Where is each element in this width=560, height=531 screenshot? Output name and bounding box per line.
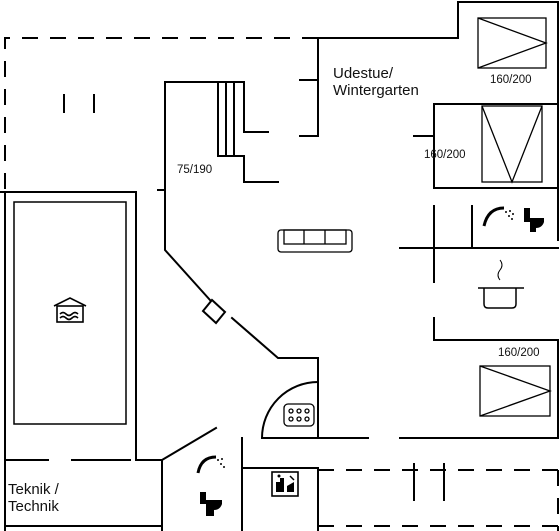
bed-lower-right xyxy=(479,365,552,417)
shower-icon xyxy=(482,206,514,227)
sauna-icon xyxy=(271,471,299,497)
shower-icon xyxy=(196,455,225,474)
pool xyxy=(13,201,127,425)
conservatory-label: Udestue/ Wintergarten xyxy=(333,65,419,100)
technical-label-line2: Technik xyxy=(8,498,59,516)
bed-size-top-right: 160/200 xyxy=(490,74,532,86)
bed-mid-right xyxy=(481,105,543,184)
sofa-icon xyxy=(277,229,353,253)
bed-size-lower-right: 160/200 xyxy=(498,347,540,359)
conservatory-label-line1: Udestue/ xyxy=(333,65,394,82)
terrace-outline xyxy=(4,37,559,531)
technical-label-line1: Teknik / xyxy=(8,481,59,498)
conservatory-label-line2: Wintergarten xyxy=(333,82,419,100)
toilet-icon xyxy=(200,492,222,516)
technical-room-label: Teknik / Technik xyxy=(8,481,59,516)
bed-size-mid-right: 160/200 xyxy=(424,149,466,161)
whirlpool-icon xyxy=(283,403,315,427)
pool-icon xyxy=(53,297,87,323)
bunk-size-label: 75/190 xyxy=(177,164,213,176)
cooking-pot-icon xyxy=(478,259,524,309)
bed-top-right xyxy=(477,17,548,69)
toilet-icon xyxy=(524,208,544,232)
